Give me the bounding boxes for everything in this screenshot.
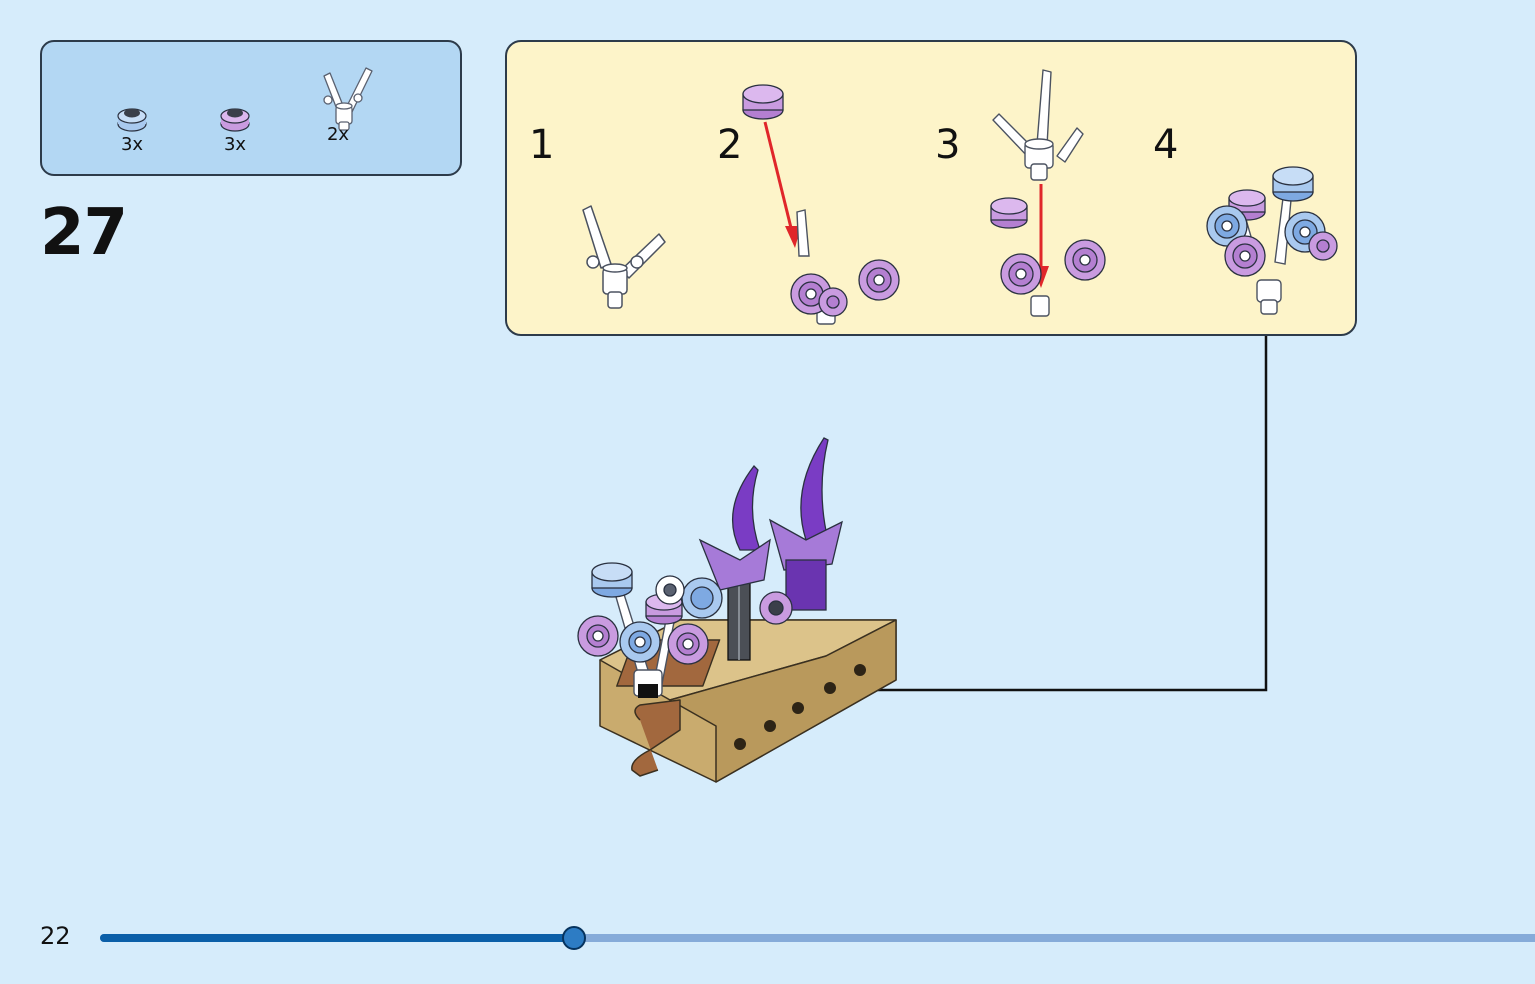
substep-4-label: 4 bbox=[1153, 122, 1179, 168]
substep-4-figure bbox=[1206, 166, 1338, 315]
white-plant-stem-icon bbox=[323, 67, 373, 131]
part-white-plant-stem: 2x bbox=[308, 62, 373, 145]
red-arrow-line bbox=[763, 121, 795, 237]
substep-2-figure bbox=[742, 84, 900, 325]
step-number: 27 bbox=[40, 196, 128, 270]
part-lavender-flower-plate: 3x bbox=[205, 104, 265, 154]
substep-3-figure bbox=[990, 69, 1106, 317]
part-quantity: 3x bbox=[120, 134, 144, 155]
progress-bar-fill bbox=[100, 934, 574, 942]
substeps-box: 1 2 3 4 bbox=[505, 40, 1357, 336]
red-arrow-head bbox=[785, 226, 801, 248]
part-blue-flower-plate: 3x bbox=[102, 104, 162, 154]
page-number: 22 bbox=[40, 922, 71, 950]
substep-2-label: 2 bbox=[717, 122, 743, 168]
part-quantity: 3x bbox=[223, 134, 247, 155]
substep-3-label: 3 bbox=[935, 122, 961, 168]
blue-flower-plate-icon bbox=[117, 108, 147, 132]
progress-bar-knob bbox=[561, 926, 586, 950]
lavender-flower-plate-icon bbox=[220, 108, 250, 132]
main-model-illustration bbox=[577, 437, 897, 783]
parts-list-box: 3x 3x 2x bbox=[40, 40, 462, 176]
progress-bar-track bbox=[100, 926, 1535, 950]
part-quantity: 2x bbox=[326, 124, 350, 145]
substep-1-label: 1 bbox=[529, 122, 555, 168]
substep-1-stem-figure bbox=[582, 205, 666, 309]
